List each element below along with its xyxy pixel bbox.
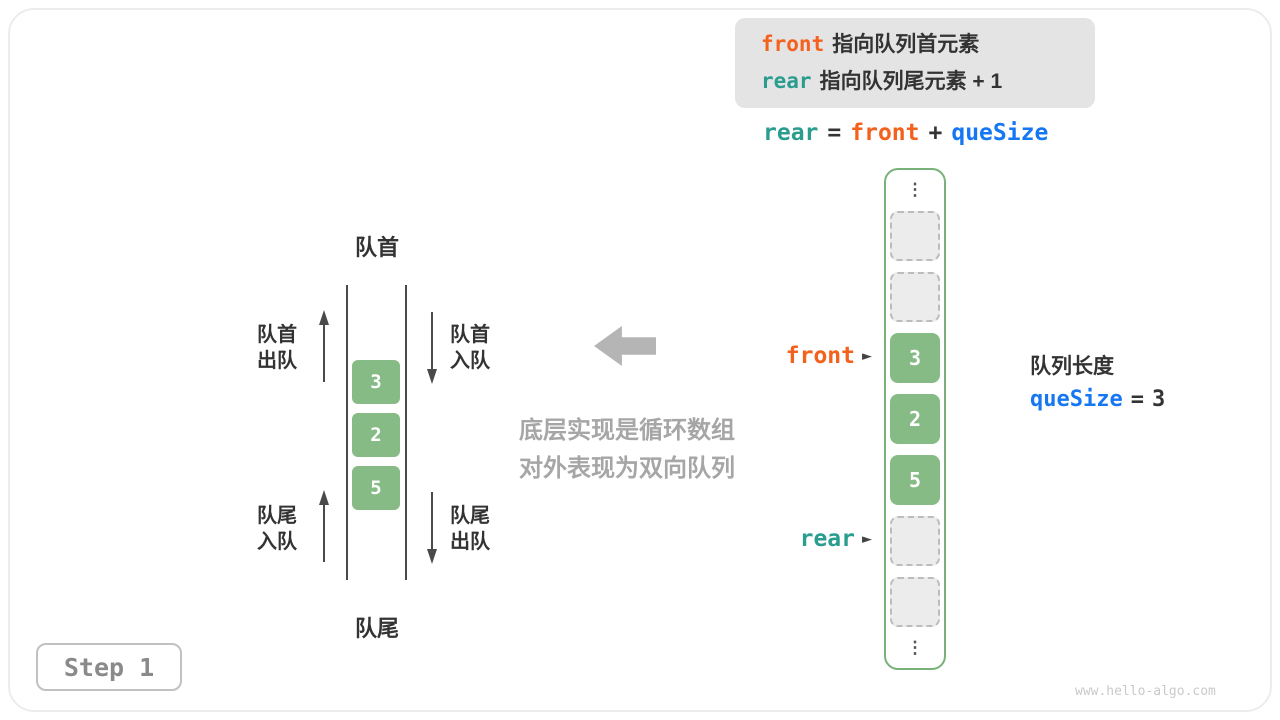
op-tail-dequeue-label: 队尾 出队 — [447, 503, 493, 555]
rear-pointer: rear ► — [800, 524, 872, 554]
watermark: www.hello-algo.com — [1075, 684, 1216, 699]
down-arrow-icon — [424, 310, 440, 384]
queue-length-label: 队列长度 — [1030, 355, 1114, 378]
op-line: 出队 — [257, 350, 297, 372]
queue-tail-label: 队尾 — [354, 616, 399, 641]
quesize-equals: = — [1130, 387, 1144, 412]
array-cell-empty — [890, 577, 940, 627]
card-background — [8, 8, 1272, 712]
formula-front: front — [850, 120, 920, 146]
rear-term: rear — [761, 69, 812, 93]
formula-plus: + — [928, 120, 943, 146]
pointer-arrowhead-icon: ► — [862, 531, 872, 547]
array-cell: 2 — [890, 394, 940, 444]
note-text: 底层实现是循环数组 对外表现为双向队列 — [498, 412, 756, 488]
op-line: 队尾 — [450, 505, 490, 527]
front-term: front — [761, 32, 825, 56]
op-tail-enqueue-label: 队尾 入队 — [254, 503, 300, 555]
legend-box: front 指向队列首元素 rear 指向队列尾元素 + 1 — [735, 18, 1095, 108]
op-line: 入队 — [257, 531, 297, 553]
op-line: 出队 — [450, 531, 490, 553]
op-line: 队尾 — [257, 505, 297, 527]
quesize-number: 3 — [1151, 387, 1166, 412]
formula-rear: rear — [763, 120, 819, 146]
queue-cell: 3 — [352, 360, 400, 404]
array-cell: 5 — [890, 455, 940, 505]
up-arrow-icon — [316, 490, 332, 564]
queue-left-line — [346, 285, 348, 580]
queue-right-line — [405, 285, 407, 580]
legend-line-rear: rear 指向队列尾元素 + 1 — [761, 63, 1069, 100]
queue-length-info: 队列长度 queSize = 3 — [1030, 353, 1173, 412]
pointer-arrowhead-icon: ► — [862, 348, 872, 364]
op-line: 队首 — [450, 324, 490, 346]
formula-quesize: queSize — [951, 120, 1049, 146]
quesize-value: queSize = 3 — [1030, 387, 1173, 412]
up-arrow-icon — [316, 310, 332, 384]
formula: rear = front + queSize — [763, 120, 1057, 146]
note-line-1: 底层实现是循环数组 — [519, 417, 735, 444]
note-line-2: 对外表现为双向队列 — [519, 455, 735, 482]
queue-cell: 5 — [352, 466, 400, 510]
step-badge: Step 1 — [36, 643, 182, 691]
array-cell: 3 — [890, 333, 940, 383]
front-pointer-label: front — [785, 343, 855, 369]
array-cell-empty — [890, 211, 940, 261]
rear-pointer-label: rear — [799, 526, 855, 552]
circular-array: ⋮ 3 2 5 ⋮ — [884, 168, 946, 670]
op-head-dequeue-label: 队首 出队 — [254, 322, 300, 374]
ellipsis-icon: ⋮ — [906, 180, 924, 199]
front-desc: 指向队列首元素 — [832, 33, 980, 56]
legend-line-front: front 指向队列首元素 — [761, 26, 1069, 63]
op-line: 队首 — [257, 324, 297, 346]
op-head-enqueue-label: 队首 入队 — [447, 322, 493, 374]
op-line: 入队 — [450, 350, 490, 372]
down-arrow-icon — [424, 490, 440, 564]
rear-desc: 指向队列尾元素 + 1 — [819, 70, 1003, 93]
front-pointer: front ► — [786, 341, 872, 371]
queue-cell: 2 — [352, 413, 400, 457]
formula-equals: = — [827, 120, 842, 146]
quesize-term: queSize — [1030, 387, 1123, 412]
array-cell-empty — [890, 516, 940, 566]
array-cell-empty — [890, 272, 940, 322]
queue-head-label: 队首 — [354, 235, 399, 260]
ellipsis-icon: ⋮ — [906, 638, 924, 657]
